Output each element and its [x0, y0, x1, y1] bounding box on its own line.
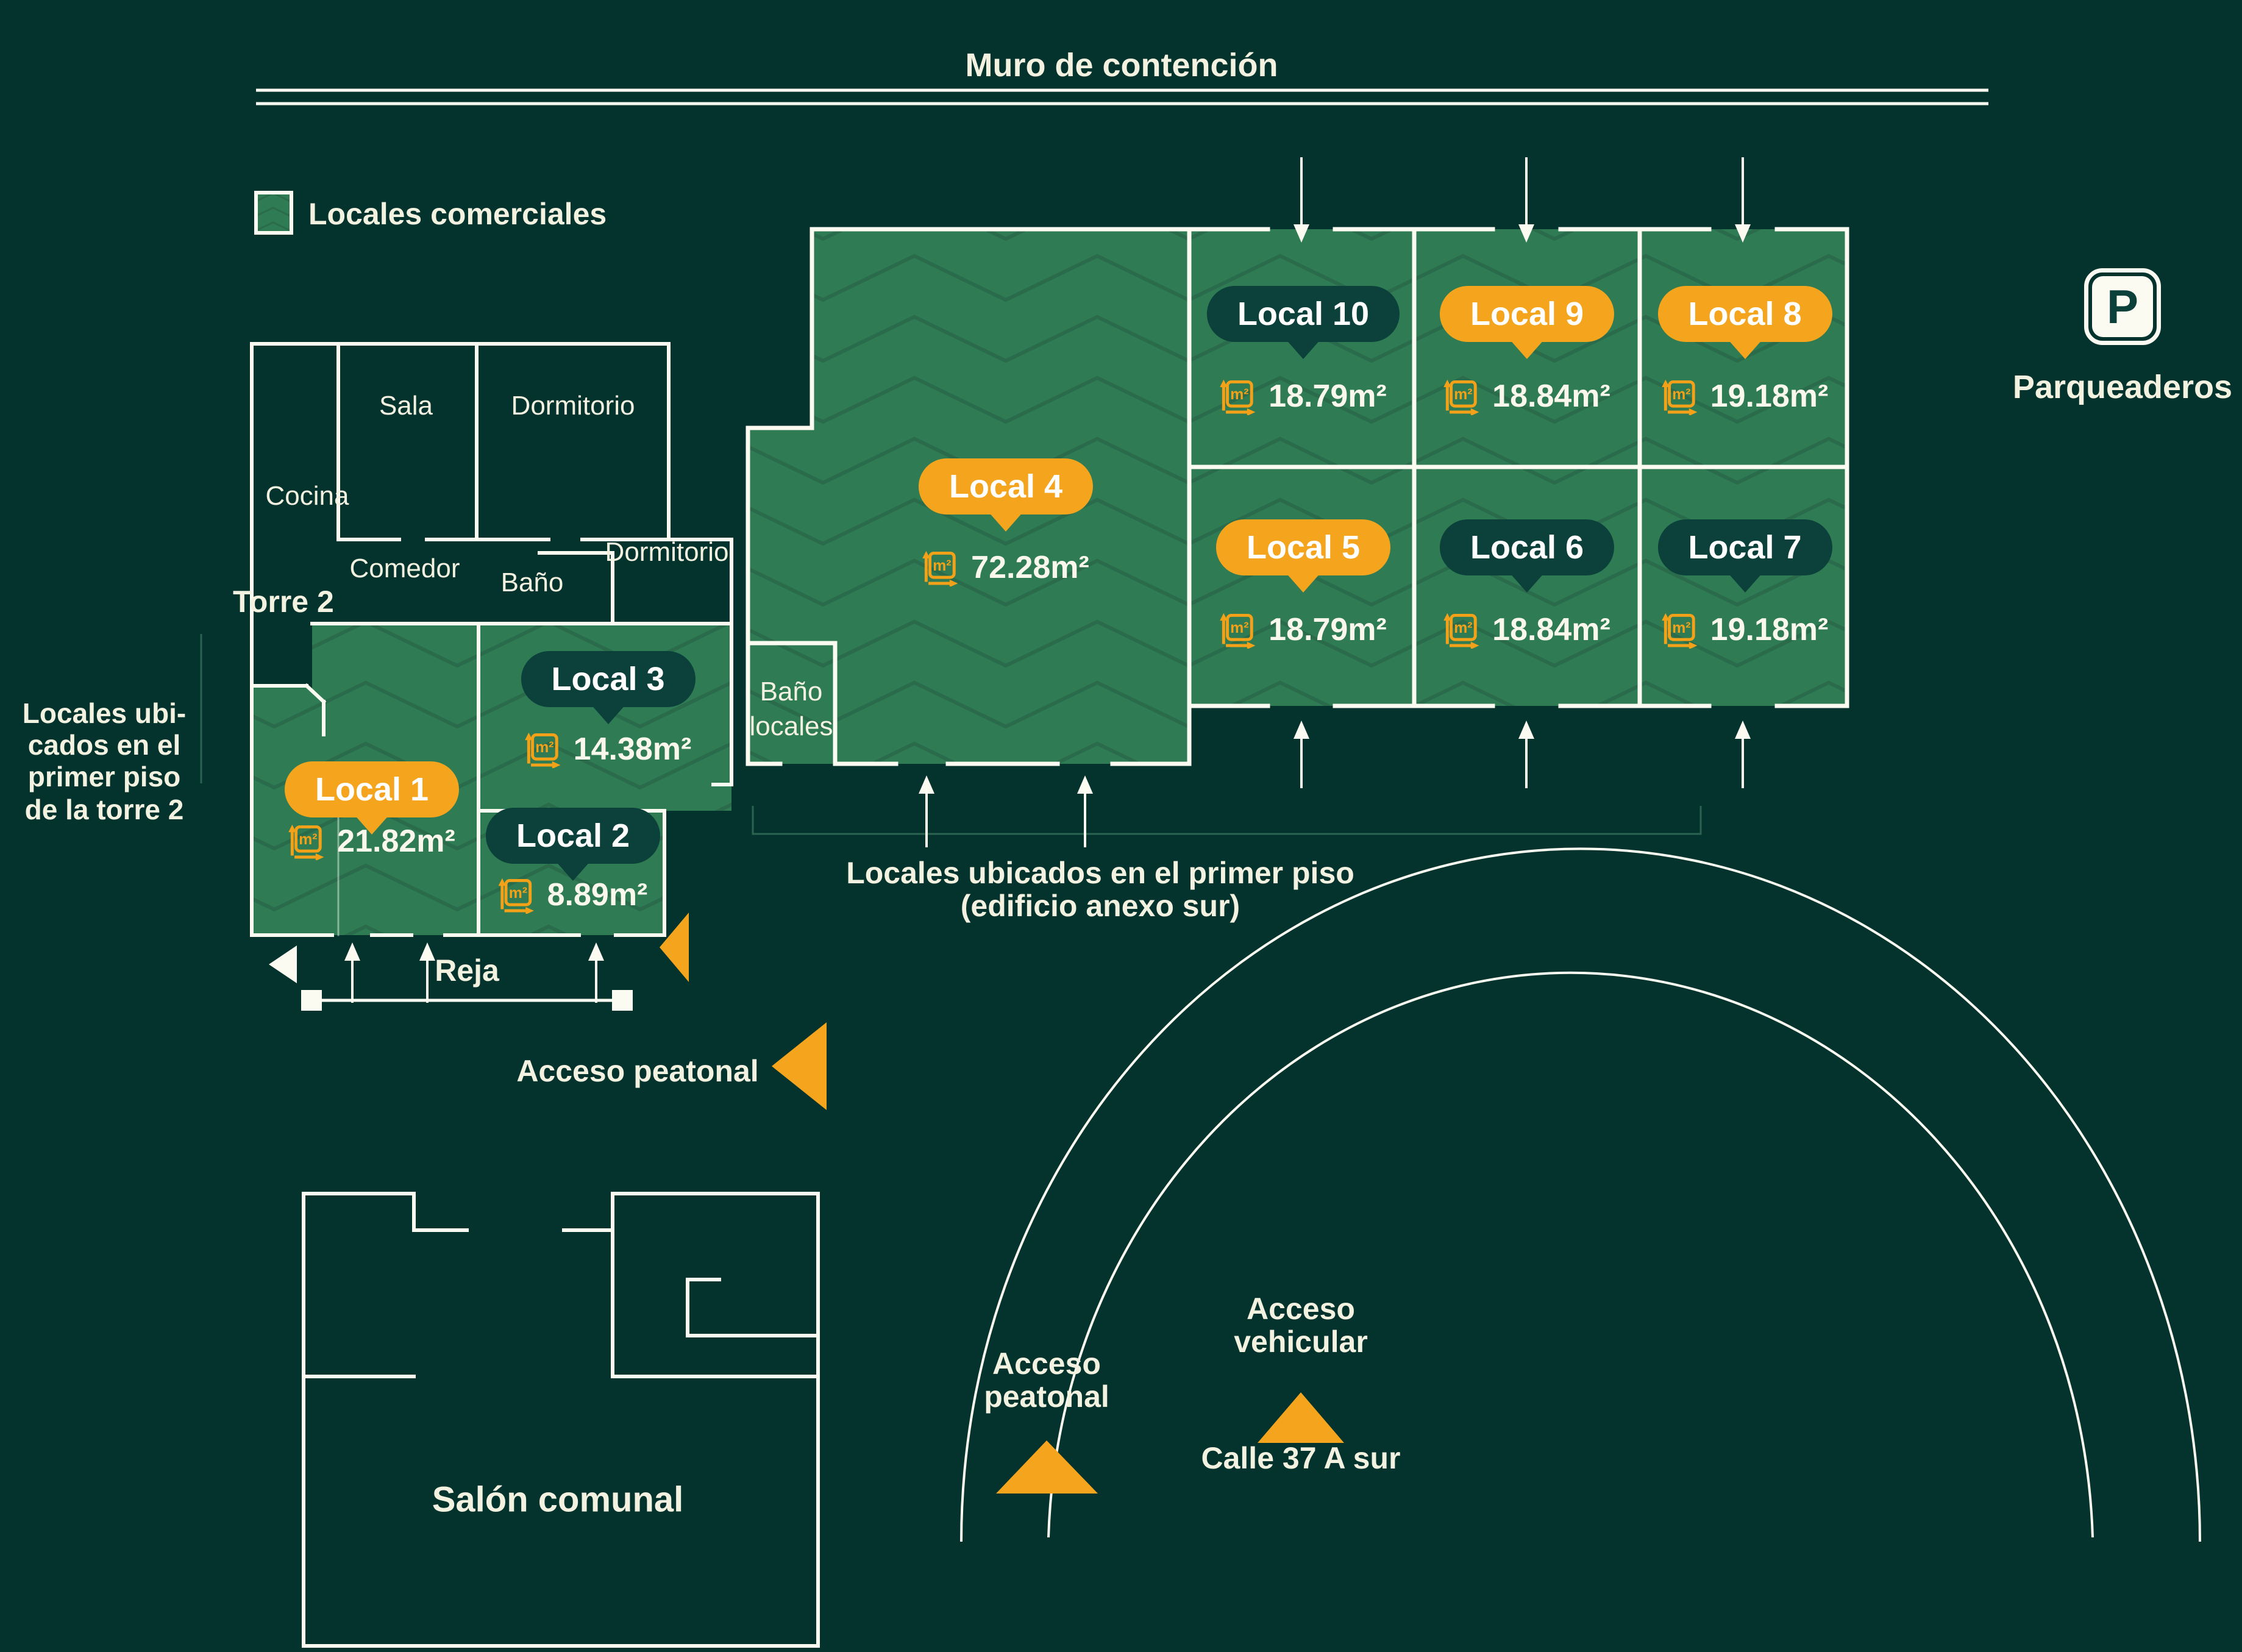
room-label-sala: Sala	[379, 391, 433, 421]
white-left-triangle-icon	[269, 945, 297, 983]
entrance-arrows	[344, 157, 1751, 1003]
m2-measure-icon	[922, 549, 960, 586]
local-5-area: 18.79m²	[1220, 611, 1387, 649]
side-note-line: de la torre 2	[24, 794, 184, 825]
arrow-down-icon	[1294, 157, 1309, 243]
local-6-badge[interactable]: Local 6	[1439, 519, 1615, 575]
anexo-bracket	[752, 806, 1702, 835]
legend-label: Locales comerciales	[308, 197, 607, 231]
local-3-area: 14.38m²	[525, 730, 692, 768]
local-9-badge[interactable]: Local 9	[1439, 286, 1615, 342]
orange-up-triangle-icon	[996, 1440, 1098, 1494]
driveway-arcs	[960, 847, 2201, 1542]
local-6-area: 18.84m²	[1443, 611, 1610, 649]
area-value: 18.79m²	[1269, 379, 1387, 414]
m2-measure-icon	[1443, 377, 1481, 415]
side-note-line: primer piso	[27, 761, 181, 792]
arrow-up-icon	[1518, 721, 1534, 788]
local-3-badge[interactable]: Local 3	[521, 651, 696, 707]
acceso-peatonal-label: Acceso	[992, 1347, 1101, 1381]
orange-left-triangle-icon	[772, 1022, 827, 1110]
area-value: 19.18m²	[1710, 612, 1829, 647]
parking-sign-icon: P	[2084, 268, 2161, 345]
bano-locales-label: Baño	[760, 677, 823, 707]
area-value: 18.84m²	[1492, 612, 1610, 647]
local-7-badge[interactable]: Local 7	[1657, 519, 1832, 575]
bano-locales-label: locales	[749, 711, 833, 741]
arrow-up-icon	[1294, 721, 1309, 788]
salon-comunal-label: Salón comunal	[432, 1479, 684, 1520]
room-label-dormitorio-2: Dormitorio	[605, 537, 729, 567]
driveway-arc-outer	[960, 847, 2201, 1542]
driveway-arc-inner	[1047, 971, 2094, 1538]
local-5-badge[interactable]: Local 5	[1215, 519, 1391, 575]
access-triangles	[269, 913, 1344, 1494]
local-9-area: 18.84m²	[1443, 377, 1610, 415]
local-2-badge[interactable]: Local 2	[485, 808, 661, 864]
local-8-badge[interactable]: Local 8	[1657, 286, 1832, 342]
room-label-dormitorio-1: Dormitorio	[511, 391, 635, 421]
m2-measure-icon	[1662, 377, 1699, 415]
parqueaderos-label: Parqueaderos	[2012, 369, 2233, 405]
reja-label: Reja	[435, 953, 499, 988]
local-2-area: 8.89m²	[499, 876, 648, 914]
side-note-line: cados en el	[27, 729, 181, 761]
local-1-area: 21.82m²	[288, 822, 455, 860]
m2-measure-icon	[1220, 611, 1258, 649]
m2-measure-icon	[1443, 611, 1481, 649]
arrow-up-icon	[344, 942, 360, 1003]
area-value: 72.28m²	[971, 550, 1089, 585]
m2-measure-icon	[288, 822, 326, 860]
local-10-area: 18.79m²	[1220, 377, 1387, 415]
legend-swatch	[254, 191, 293, 235]
annotation-brackets	[200, 634, 1702, 835]
torre2-label: Torre 2	[233, 585, 334, 619]
room-label-bano: Baño	[500, 568, 564, 597]
anexo-note-line-2: (edificio anexo sur)	[960, 889, 1240, 923]
muro-lines	[256, 88, 1988, 105]
parking-sign-inner: P	[2092, 276, 2153, 337]
local-4-area: 72.28m²	[922, 549, 1089, 586]
local-8-area: 19.18m²	[1662, 377, 1829, 415]
local-10-badge[interactable]: Local 10	[1206, 286, 1400, 342]
local-1-badge[interactable]: Local 1	[284, 761, 460, 817]
area-value: 8.89m²	[547, 877, 648, 913]
anexo-note-line-1: Locales ubicados en el primer piso	[846, 856, 1354, 890]
area-value: 21.82m²	[337, 824, 455, 859]
room-label-cocina: Cocina	[265, 481, 349, 511]
arrow-up-icon	[588, 942, 604, 1003]
page-title: Muro de contención	[965, 47, 1278, 84]
area-value: 14.38m²	[573, 732, 692, 767]
m2-measure-icon	[1662, 611, 1699, 649]
acceso-vehicular-label: Acceso	[1247, 1292, 1355, 1326]
room-label-comedor: Comedor	[349, 554, 460, 583]
local-4-badge[interactable]: Local 4	[918, 458, 1094, 514]
area-value: 18.79m²	[1269, 612, 1387, 647]
acceso-peatonal-top-label: Acceso peatonal	[516, 1054, 759, 1088]
arrow-up-icon	[419, 942, 435, 1003]
orange-left-triangle-icon	[660, 913, 689, 982]
m2-measure-icon	[499, 876, 536, 914]
side-note-line: Locales ubi-	[22, 697, 187, 729]
arrow-up-icon	[1077, 775, 1093, 847]
arrow-down-icon	[1735, 157, 1751, 243]
reja-dimension	[301, 990, 633, 1011]
m2-measure-icon	[525, 730, 563, 768]
arrow-up-icon	[1735, 721, 1751, 788]
orange-up-triangle-icon	[1258, 1392, 1344, 1443]
area-value: 19.18m²	[1710, 379, 1829, 414]
calle-label: Calle 37 A sur	[1201, 1441, 1401, 1475]
area-value: 18.84m²	[1492, 379, 1610, 414]
arrow-down-icon	[1518, 157, 1534, 243]
m2-measure-icon	[1220, 377, 1258, 415]
parking-letter: P	[2106, 279, 2139, 333]
acceso-peatonal-label: peatonal	[984, 1380, 1109, 1414]
local-7-area: 19.18m²	[1662, 611, 1829, 649]
anexo-walls	[746, 227, 1849, 766]
arrow-up-icon	[919, 775, 934, 847]
acceso-vehicular-label: vehicular	[1234, 1325, 1368, 1359]
salon-walls	[302, 1192, 820, 1648]
